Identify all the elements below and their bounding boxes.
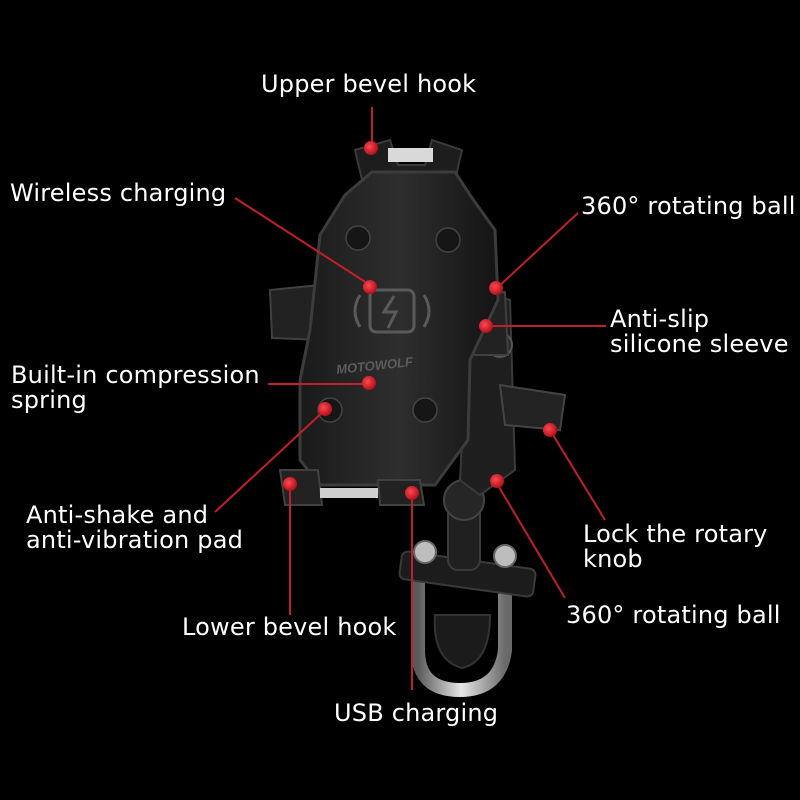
label-lock-knob-line1: Lock the rotary	[583, 520, 768, 548]
label-anti-shake: Anti-shake and anti-vibration pad	[26, 503, 243, 553]
label-usb-charging: USB charging	[334, 699, 499, 727]
dot-rotating-ball-bottom	[490, 474, 504, 488]
label-lower-bevel-hook: Lower bevel hook	[182, 613, 397, 641]
label-anti-shake-line2: anti-vibration pad	[26, 526, 244, 554]
label-lock-knob-line2: knob	[583, 545, 643, 573]
dot-anti-shake	[318, 402, 332, 416]
label-anti-slip-line1: Anti-slip	[610, 305, 710, 333]
dot-anti-slip	[479, 319, 493, 333]
wireless-charging-icon	[353, 288, 431, 334]
label-rotating-ball-top: 360° rotating ball	[581, 192, 796, 220]
dot-compression-spring	[362, 376, 376, 390]
label-compression-line2: spring	[11, 386, 87, 414]
label-compression-line1: Built-in compression	[11, 361, 260, 389]
label-anti-slip: Anti-slip silicone sleeve	[610, 307, 789, 357]
dot-rotating-ball-top	[489, 281, 503, 295]
dot-lock-knob	[543, 423, 557, 437]
label-anti-slip-line2: silicone sleeve	[610, 330, 789, 358]
marker-dots	[283, 141, 557, 500]
dot-wireless-charging	[363, 280, 377, 294]
leader-lines	[214, 107, 606, 690]
label-anti-shake-line1: Anti-shake and	[26, 501, 209, 529]
holder-body: MOTOWOLF	[298, 170, 500, 487]
dot-lower-bevel-hook	[283, 477, 297, 491]
dot-upper-bevel-hook	[364, 141, 378, 155]
label-lock-knob: Lock the rotary knob	[583, 522, 768, 572]
label-upper-bevel-hook: Upper bevel hook	[261, 70, 477, 98]
label-compression-spring: Built-in compression spring	[11, 363, 260, 413]
label-rotating-ball-bottom: 360° rotating ball	[566, 601, 781, 629]
dot-usb-charging	[405, 486, 419, 500]
label-wireless-charging: Wireless charging	[10, 179, 227, 207]
handlebar-clamp	[398, 540, 537, 698]
